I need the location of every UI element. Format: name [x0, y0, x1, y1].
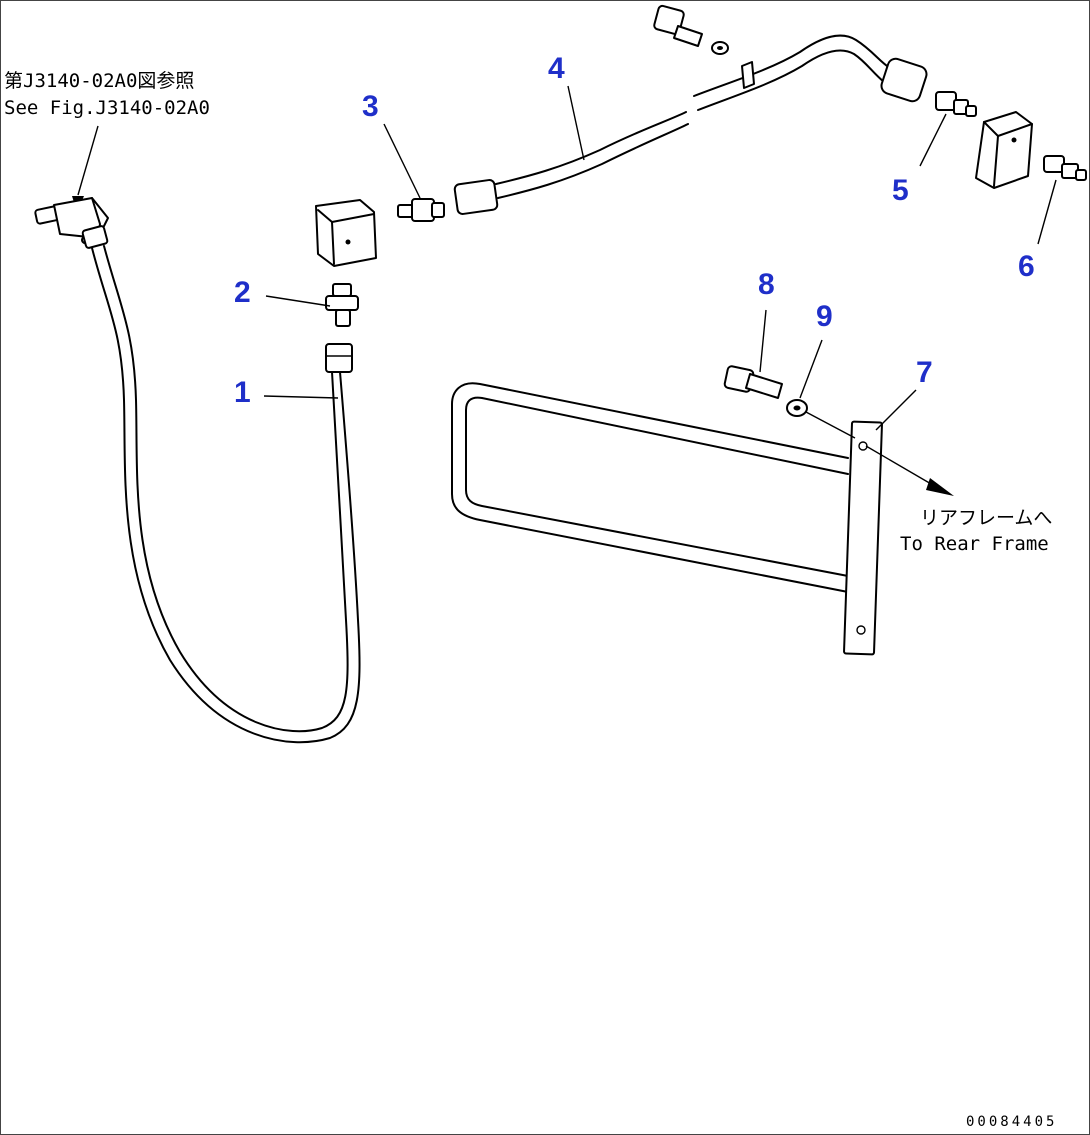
drawing-code: 00084405 [966, 1114, 1057, 1130]
callout-4: 4 [548, 52, 565, 85]
part-8-bolt [723, 365, 783, 399]
callout-leaders [263, 85, 1057, 431]
rear-frame-arrow [865, 445, 954, 496]
reference-note-jp: 第J3140-02A0図参照 [4, 70, 194, 92]
callout-1: 1 [234, 376, 251, 409]
callout-5: 5 [892, 174, 909, 207]
rear-frame-note-jp: リアフレームへ [920, 507, 1052, 529]
reference-note-en: See Fig.J3140-02A0 [4, 97, 210, 119]
rear-frame-note-en: To Rear Frame [900, 533, 1049, 555]
callout-9: 9 [816, 300, 833, 333]
part-2-tee-fitting [325, 283, 359, 327]
part-3-connector [397, 198, 445, 222]
cap-block [315, 199, 377, 267]
callout-7: 7 [916, 356, 933, 389]
part-7-guard-frame [451, 382, 883, 656]
part-9-washer [786, 399, 808, 417]
top-bolt [653, 4, 729, 55]
callout-3: 3 [362, 90, 379, 123]
callout-2: 2 [234, 276, 251, 309]
part-5-connector [935, 91, 977, 117]
end-cap-block [975, 111, 1033, 189]
callout-6: 6 [1018, 250, 1035, 283]
part-1-hose [81, 225, 361, 744]
callout-8: 8 [758, 268, 775, 301]
part-4-pipe [453, 34, 928, 215]
part-6-plug [1043, 155, 1087, 181]
assembly-line [805, 411, 856, 439]
